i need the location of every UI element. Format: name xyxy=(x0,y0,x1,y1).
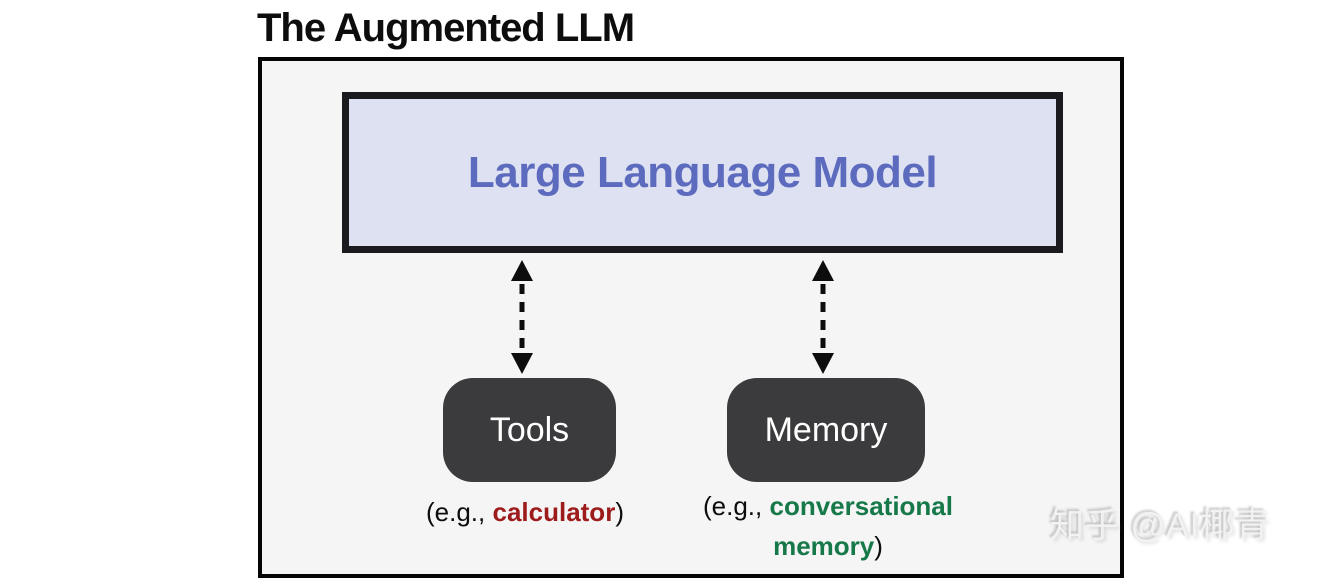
memory-example: (e.g., conversational memory) xyxy=(678,486,978,566)
llm-label: Large Language Model xyxy=(467,147,938,197)
llm-box: Large Language Model xyxy=(342,92,1063,253)
tools-example-prefix: (e.g., xyxy=(426,497,493,527)
memory-example-prefix: (e.g., xyxy=(703,491,770,521)
bidirectional-arrow-tools-icon xyxy=(511,260,533,374)
memory-example-highlight: conversational memory xyxy=(769,491,953,561)
memory-label: Memory xyxy=(764,410,888,449)
node-memory: Memory xyxy=(727,378,925,482)
tools-label: Tools xyxy=(489,410,570,449)
memory-example-suffix: ) xyxy=(874,531,883,561)
tools-example: (e.g., calculator) xyxy=(375,492,675,532)
node-tools: Tools xyxy=(443,378,616,482)
tools-example-highlight: calculator xyxy=(492,497,616,527)
tools-example-suffix: ) xyxy=(615,497,624,527)
bidirectional-arrow-memory-icon xyxy=(812,260,834,374)
zhihu-watermark: 知乎 @AI椰青 xyxy=(1050,507,1271,545)
page-title: The Augmented LLM xyxy=(257,6,635,50)
